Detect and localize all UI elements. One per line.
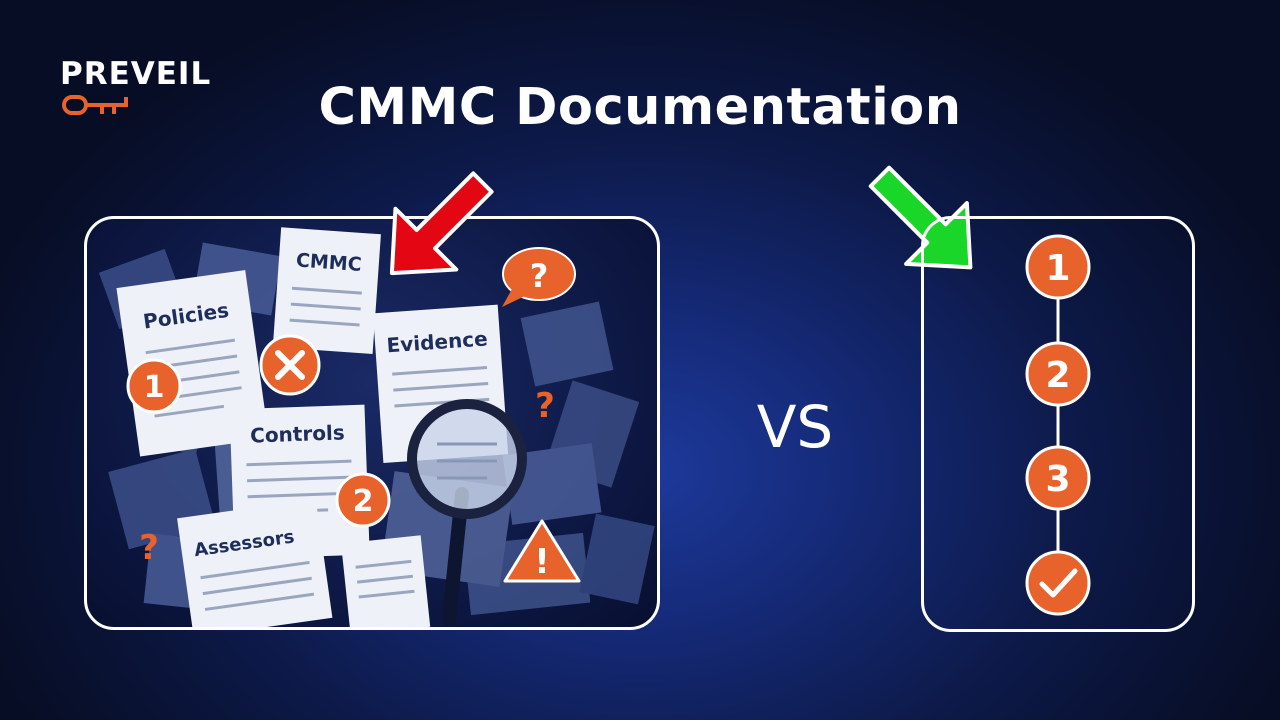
x-mark-icon (259, 334, 321, 396)
document-pile-illustration: Policies CMMC Evidence Controls (98, 227, 655, 627)
svg-text:3: 3 (1045, 459, 1070, 500)
document-sheet (341, 535, 431, 627)
warning-triangle-icon: ! (503, 519, 581, 583)
preveil-logo: PREVEIL (60, 56, 220, 122)
messy-documents-panel: Policies CMMC Evidence Controls (84, 216, 660, 630)
document-label: CMMC (295, 249, 362, 276)
magnifying-glass-icon (407, 399, 527, 626)
organized-steps-panel: 1 2 3 (921, 216, 1195, 632)
svg-text:1: 1 (144, 370, 165, 405)
brand-name: PREVEIL (60, 56, 212, 92)
step-2: 2 (1025, 341, 1091, 407)
document-assessors: Assessors (177, 498, 333, 627)
document-cmmc: CMMC (272, 227, 381, 354)
red-arrow-icon (389, 171, 494, 276)
check-icon (1025, 550, 1091, 616)
step-3: 3 (1025, 445, 1091, 511)
svg-text:2: 2 (1045, 355, 1070, 396)
document-label: Controls (250, 420, 345, 447)
number-badge-2: 2 (335, 472, 391, 528)
question-bubble-icon: ? (502, 247, 576, 307)
question-mark-icon: ? (535, 386, 555, 426)
svg-text:!: ! (534, 542, 550, 582)
step-1: 1 (1025, 234, 1091, 300)
page-title: CMMC Documentation (318, 78, 962, 137)
vs-label: VS (756, 393, 834, 461)
key-icon (62, 95, 128, 115)
question-mark-icon: ? (139, 528, 159, 568)
step-timeline: 1 2 3 (1025, 234, 1091, 616)
svg-text:1: 1 (1045, 248, 1070, 289)
svg-text:?: ? (530, 257, 549, 295)
number-badge-1: 1 (126, 358, 182, 414)
svg-text:2: 2 (353, 484, 374, 519)
